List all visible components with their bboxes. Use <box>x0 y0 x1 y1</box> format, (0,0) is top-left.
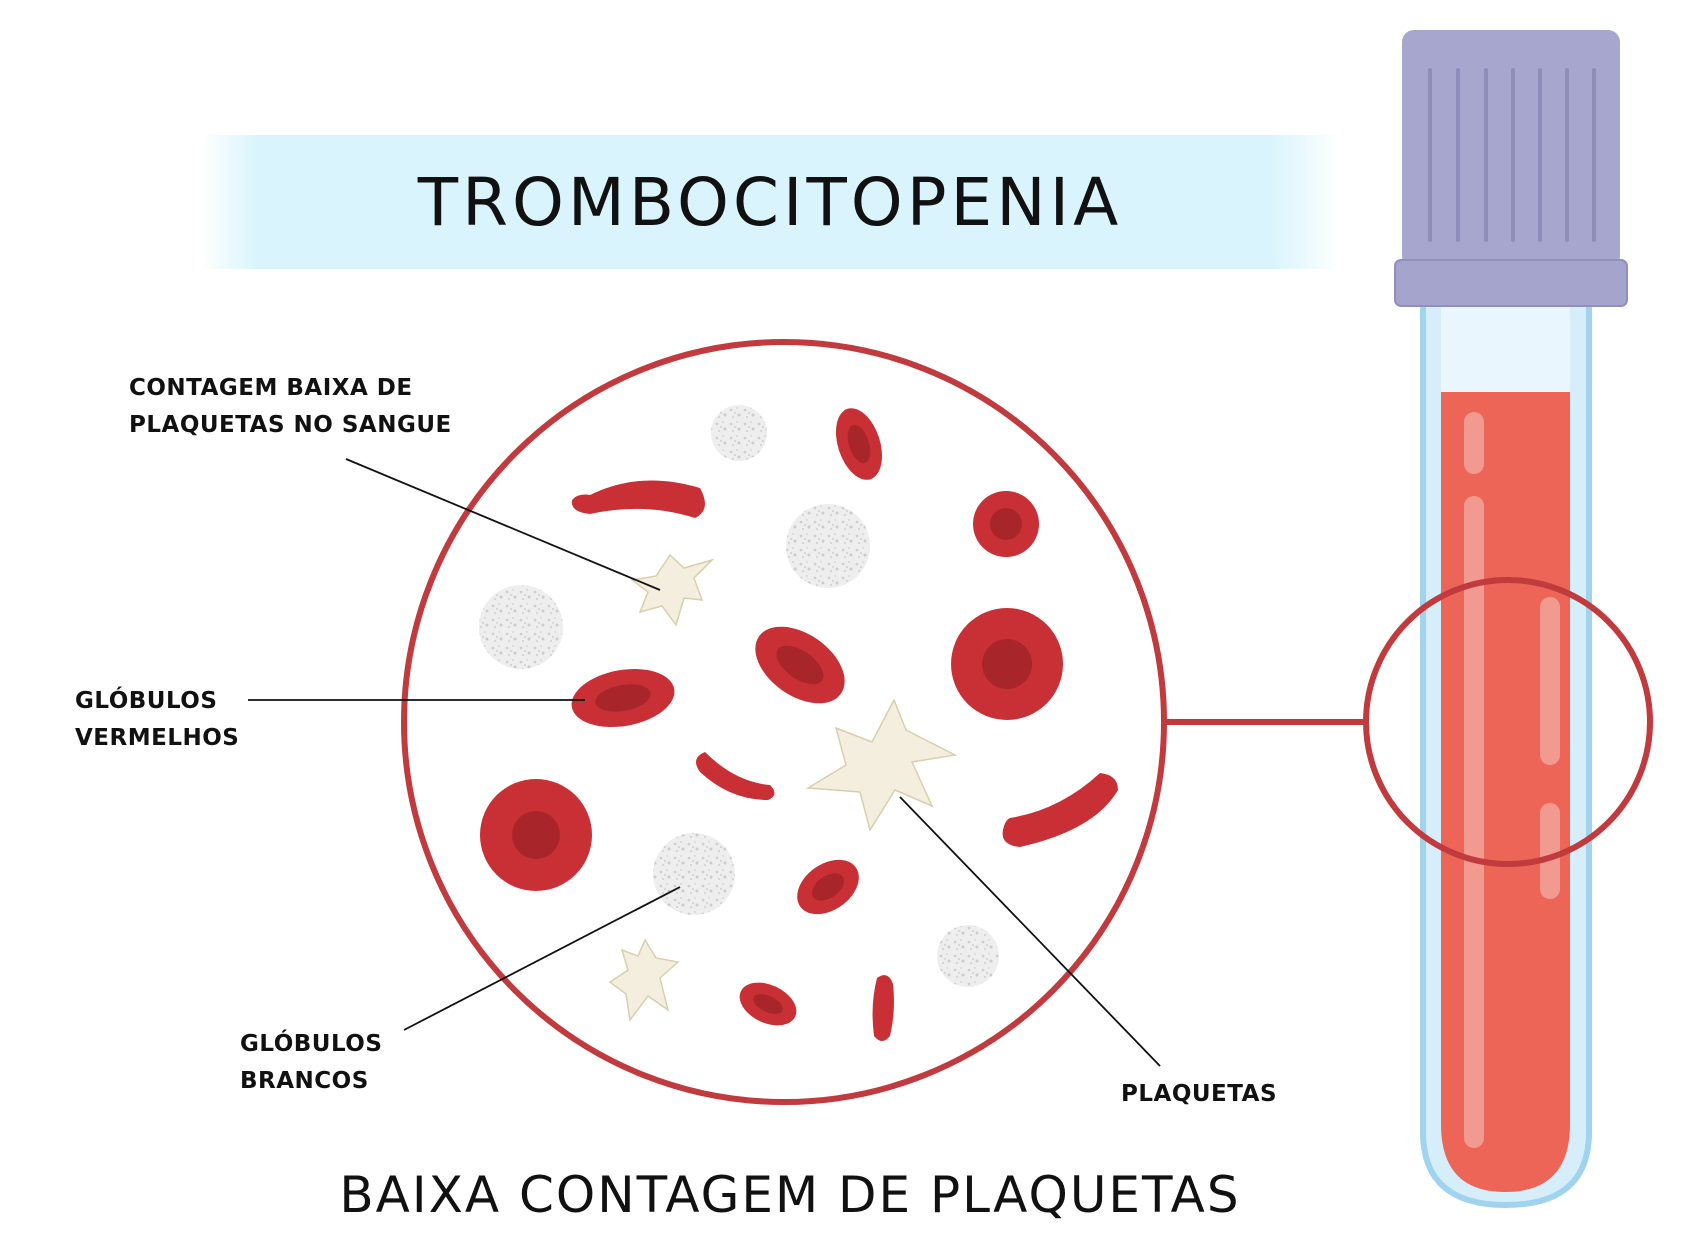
tube-blood <box>1441 392 1570 1192</box>
red-cell <box>739 982 797 1026</box>
leader-lines <box>248 458 1161 1067</box>
page-title: TROMBOCITOPENIA <box>417 163 1123 241</box>
white-cell <box>937 925 999 987</box>
red-cell <box>835 408 883 480</box>
red-cell-curved <box>872 975 894 1041</box>
platelet <box>805 698 958 832</box>
white-cell <box>479 585 563 669</box>
red-cell-curved <box>1002 773 1118 847</box>
magnifier-circle <box>401 339 1167 1105</box>
title-band <box>200 135 1340 269</box>
red-cell-curved <box>696 752 775 800</box>
red-cell <box>755 626 845 704</box>
leader-white-cells <box>403 886 681 1031</box>
tube-highlights <box>1464 412 1560 1148</box>
label-red-blood-cells: GLÓBULOS VERMELHOS <box>75 688 240 751</box>
label-platelets: PLAQUETAS <box>1121 1081 1278 1107</box>
platelets <box>608 553 958 1022</box>
platelet <box>630 553 715 627</box>
white-cell <box>711 405 767 461</box>
leader-low-count <box>345 458 661 591</box>
label-low-platelet-count: CONTAGEM BAIXA DE PLAQUETAS NO SANGUE <box>129 375 452 438</box>
white-blood-cells <box>479 405 999 987</box>
red-cell <box>571 668 675 728</box>
tube-cap <box>1394 30 1628 307</box>
platelet <box>608 938 680 1022</box>
tube-air <box>1441 305 1570 395</box>
white-cell <box>786 504 870 588</box>
zoom-source-circle <box>1363 577 1653 867</box>
subtitle: BAIXA CONTAGEM DE PLAQUETAS <box>339 1166 1241 1224</box>
leader-platelets <box>899 796 1161 1067</box>
red-cell <box>797 859 859 915</box>
label-white-blood-cells: GLÓBULOS BRANCOS <box>240 1031 383 1094</box>
red-cell-curved <box>571 480 705 518</box>
test-tube <box>1420 297 1592 1209</box>
white-cell <box>653 833 735 915</box>
red-blood-cells <box>480 408 1118 1041</box>
